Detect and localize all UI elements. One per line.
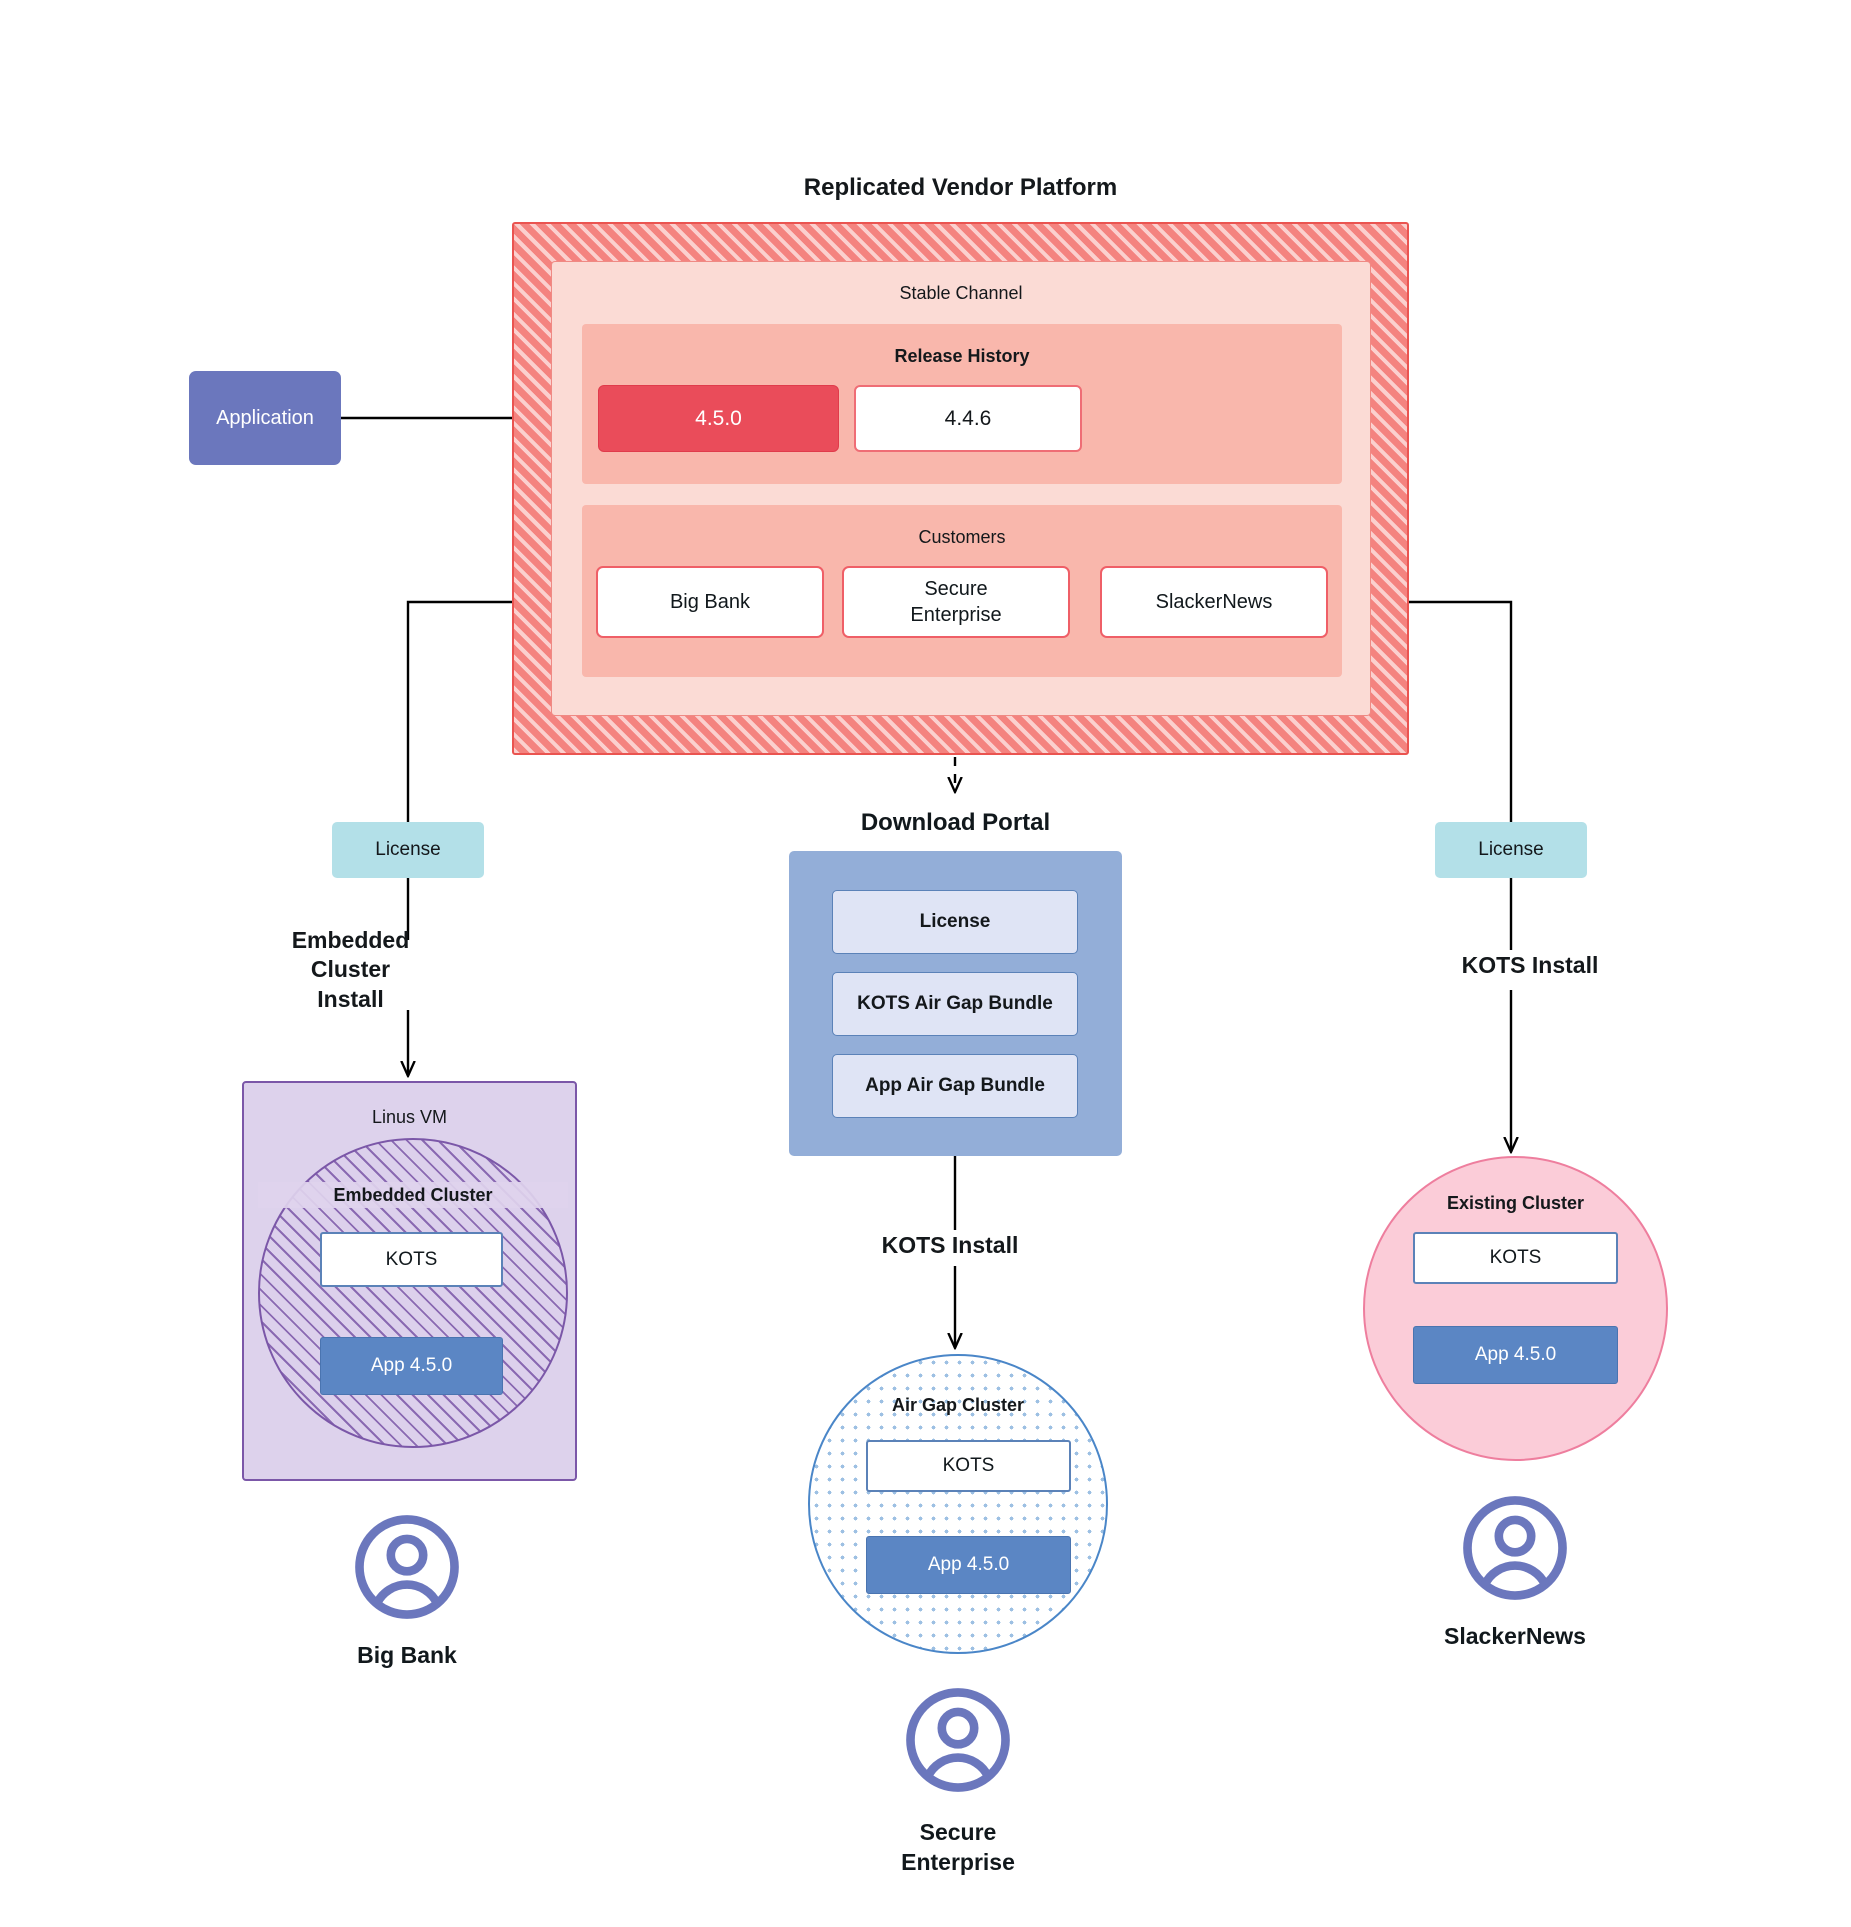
- stable-channel-title: Stable Channel: [899, 282, 1023, 303]
- existing-cluster-circle: [1363, 1156, 1668, 1461]
- customer-card-secure-enterprise[interactable]: Secure Enterprise: [842, 566, 1070, 638]
- release-item-4-5-0[interactable]: 4.5.0: [598, 385, 839, 452]
- user-avatar-icon: [1463, 1496, 1567, 1600]
- license-chip-right[interactable]: License: [1435, 822, 1587, 878]
- kots-node-right[interactable]: KOTS: [1413, 1232, 1618, 1284]
- app-node-center[interactable]: App 4.5.0: [866, 1536, 1071, 1594]
- embedded-cluster-title: Embedded Cluster: [258, 1182, 568, 1208]
- download-portal-title: Download Portal: [860, 809, 1051, 836]
- download-item-app-air-gap-bundle[interactable]: App Air Gap Bundle: [832, 1054, 1078, 1118]
- release-item-4-4-6[interactable]: 4.4.6: [854, 385, 1082, 452]
- license-chip-left[interactable]: License: [332, 822, 484, 878]
- user-avatar-icon: [355, 1515, 459, 1619]
- customer-card-big-bank[interactable]: Big Bank: [596, 566, 824, 638]
- vendor-platform-title: Replicated Vendor Platform: [803, 174, 1118, 201]
- download-item-license[interactable]: License: [832, 890, 1078, 954]
- air-gap-cluster-circle: [808, 1354, 1108, 1654]
- linus-vm-title: Linus VM: [371, 1106, 448, 1127]
- label-kots-install-center: KOTS Install: [881, 1232, 1019, 1259]
- label-kots-install-right: KOTS Install: [1461, 952, 1599, 979]
- air-gap-cluster-title: Air Gap Cluster: [891, 1394, 1025, 1415]
- persona-name-slackernews: SlackerNews: [1444, 1623, 1586, 1650]
- label-embedded-cluster-install: Embedded Cluster Install: [291, 926, 410, 1012]
- customers-title: Customers: [918, 526, 1006, 547]
- existing-cluster-title: Existing Cluster: [1446, 1192, 1585, 1213]
- persona-name-big-bank: Big Bank: [357, 1642, 457, 1669]
- release-history-title: Release History: [894, 345, 1030, 366]
- user-avatar-icon: [906, 1688, 1010, 1792]
- kots-node-left[interactable]: KOTS: [320, 1232, 503, 1287]
- application-node[interactable]: Application: [189, 371, 341, 465]
- customer-card-slackernews[interactable]: SlackerNews: [1100, 566, 1328, 638]
- kots-node-center[interactable]: KOTS: [866, 1440, 1071, 1492]
- download-item-kots-air-gap-bundle[interactable]: KOTS Air Gap Bundle: [832, 972, 1078, 1036]
- app-node-right[interactable]: App 4.5.0: [1413, 1326, 1618, 1384]
- persona-name-secure-enterprise: Secure Enterprise: [901, 1819, 1015, 1875]
- app-node-left[interactable]: App 4.5.0: [320, 1337, 503, 1395]
